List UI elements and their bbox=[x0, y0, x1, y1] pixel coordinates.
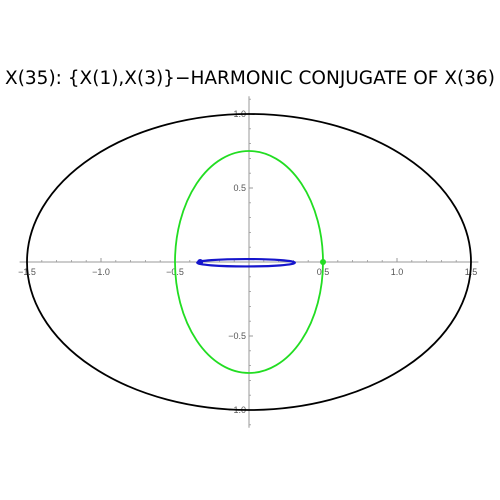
y-tick-label: 0.5 bbox=[233, 183, 246, 193]
x-tick-label: 1.0 bbox=[391, 267, 404, 277]
y-tick-label: −0.5 bbox=[228, 331, 246, 341]
point-marker-2 bbox=[197, 259, 204, 265]
series-curve-3 bbox=[196, 257, 296, 268]
point-marker-1 bbox=[320, 259, 326, 265]
x-tick-label: −1.0 bbox=[92, 267, 110, 277]
markers bbox=[197, 259, 326, 265]
series-curve-1 bbox=[26, 113, 472, 411]
chart-title: X(35): {X(1),X(3)}−HARMONIC CONJUGATE OF… bbox=[5, 68, 495, 89]
